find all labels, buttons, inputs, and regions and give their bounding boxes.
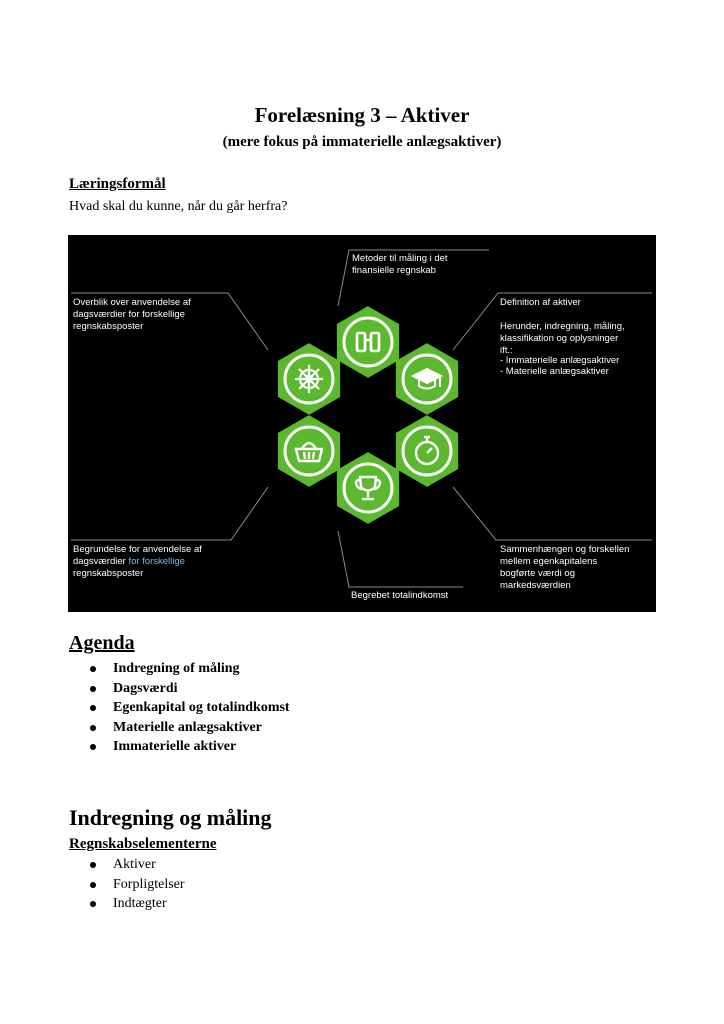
agenda-list: Indregning of måling Dagsværdi Egenkapit… — [84, 659, 290, 757]
agenda-heading: Agenda — [69, 632, 135, 654]
learning-question: Hvad skal du kunne, når du går herfra? — [69, 199, 288, 214]
basket-icon — [294, 441, 324, 463]
label-bottom-left: Begrundelse for anvendelse af dagsværdie… — [73, 544, 205, 579]
hexagon-top-right — [395, 343, 459, 415]
hexagon-bottom-right — [395, 415, 459, 487]
connector-bottom — [337, 530, 463, 588]
list-item: Immaterielle aktiver — [84, 737, 290, 757]
hexagon-bottom — [336, 452, 400, 524]
list-item: Egenkapital og totalindkomst — [84, 698, 290, 718]
list-item: Aktiver — [84, 855, 185, 875]
hexagon-top-left — [277, 343, 341, 415]
graduation-cap-icon — [410, 367, 444, 390]
label-top-left: Overblik over anvendelse af dagsværdier … — [73, 297, 193, 332]
binoculars-icon — [355, 331, 381, 353]
section-subheading: Regnskabselementerne — [69, 836, 217, 852]
hexagon-top — [336, 306, 400, 378]
connector-top — [337, 249, 489, 307]
page-subtitle: (mere fokus på immaterielle anlægsaktive… — [222, 134, 502, 150]
hexagon-diagram: Metoder til måling i det finansielle reg… — [71, 249, 652, 601]
elements-list: Aktiver Forpligtelser Indtægter — [84, 855, 185, 914]
label-bottom: Begrebet totalindkomst — [351, 590, 449, 601]
hexagon-ring — [277, 306, 459, 524]
label-bottom-right: Sammenhængen og forskellen mellem egenka… — [500, 544, 632, 591]
learning-heading: Læringsformål — [69, 176, 166, 192]
connector-bottom-right — [452, 486, 652, 541]
learning-goals-figure: Metoder til måling i det finansielle reg… — [68, 235, 656, 612]
connector-lines — [71, 249, 652, 588]
connector-top-left — [71, 292, 269, 351]
section-heading: Indregning og måling — [69, 805, 272, 830]
label-top-right: Definition af aktiver Herunder, indregni… — [500, 297, 627, 377]
page-title: Forelæsning 3 – Aktiver — [254, 103, 470, 127]
stopwatch-icon — [414, 435, 440, 466]
label-top: Metoder til måling i det finansielle reg… — [352, 253, 450, 276]
list-item: Dagsværdi — [84, 679, 290, 699]
hexagon-bottom-left — [277, 415, 341, 487]
list-item: Materielle anlægsaktiver — [84, 718, 290, 738]
connector-bottom-left — [71, 486, 269, 541]
list-item: Indregning of måling — [84, 659, 290, 679]
connector-top-right — [452, 292, 652, 351]
ship-wheel-icon — [295, 365, 323, 393]
list-item: Indtægter — [84, 894, 185, 914]
list-item: Forpligtelser — [84, 875, 185, 895]
trophy-icon — [354, 475, 382, 501]
